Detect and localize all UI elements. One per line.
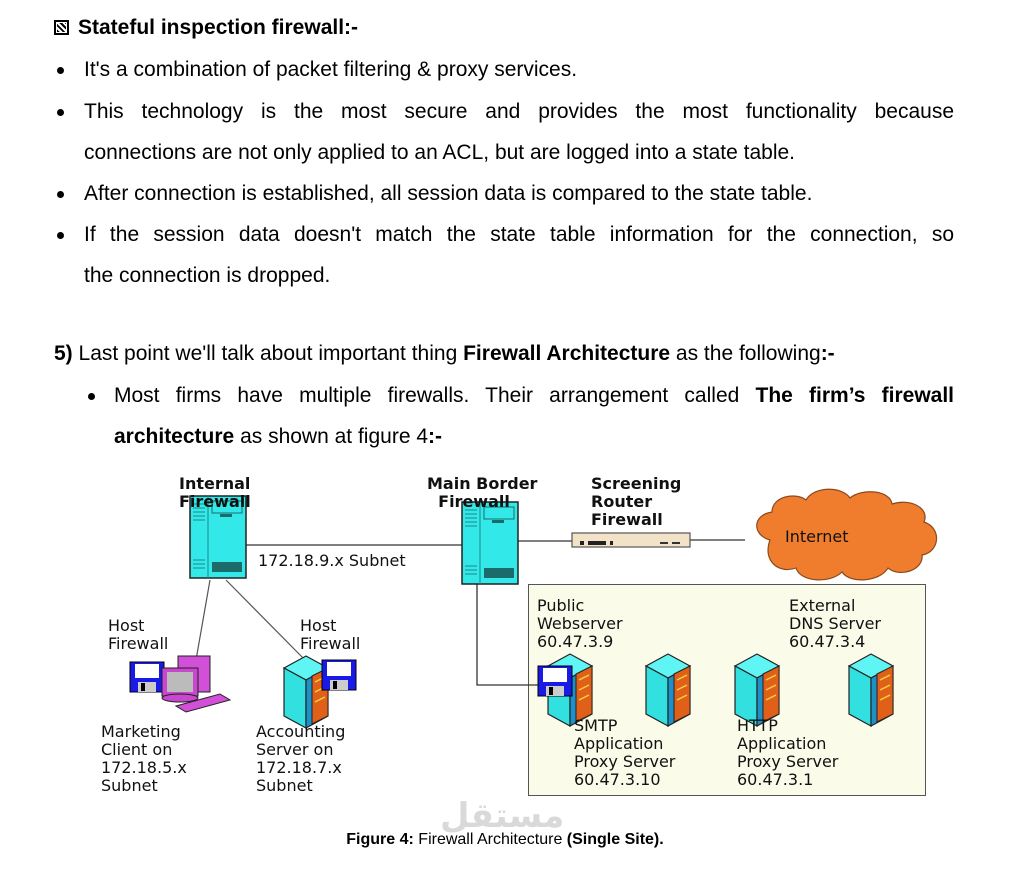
point-end: :- [820, 342, 835, 365]
label-subnet: 172.18.9.x Subnet [258, 551, 406, 570]
point-5: 5) Last point we'll talk about important… [54, 342, 835, 366]
checkbox-cross-icon [54, 20, 69, 35]
point-text: Last point we'll talk about important th… [78, 342, 458, 365]
caption-tail: (Single Site). [566, 831, 664, 848]
label-main-border-firewall: Main Border Firewall [427, 474, 538, 511]
dns-server-icon [848, 653, 894, 727]
sub-bullet-text: Most firms have multiple firewalls. Thei… [114, 384, 740, 407]
label-smtp-proxy: SMTP Application Proxy Server 60.47.3.10 [574, 716, 676, 789]
accounting-server-icon [283, 655, 357, 729]
smtp-proxy-icon [645, 653, 691, 727]
label-accounting-server: Accounting Server on 172.18.7.x Subnet [256, 722, 346, 795]
link-internal-to-accounting [225, 579, 306, 661]
label-public-webserver: Public Webserver 60.47.3.9 [537, 596, 623, 651]
link-border-to-dmz [476, 584, 540, 686]
point-bold: Firewall Architecture [463, 342, 671, 365]
bullet-icon [57, 67, 64, 74]
figure-caption: Figure 4: Firewall Architecture (Single … [0, 831, 1010, 849]
label-internet: Internet [785, 527, 849, 546]
bullet-text: This technology is the most secure and p… [84, 100, 954, 123]
sub-bullet-text: as shown at figure 4 [240, 425, 429, 448]
bullet-icon [57, 109, 64, 116]
label-http-proxy: HTTP Application Proxy Server 60.47.3.1 [737, 716, 839, 789]
link-internal-to-marketing [195, 579, 211, 661]
bullet-text: After connection is established, all ses… [84, 182, 813, 205]
caption-label: Figure 4: [346, 831, 414, 848]
router-icon [571, 532, 691, 548]
point-number: 5) [54, 342, 73, 365]
bullet-icon [57, 191, 64, 198]
border-firewall-icon [461, 501, 519, 585]
label-marketing-client: Marketing Client on 172.18.5.x Subnet [101, 722, 187, 795]
sub-bullet-line1: Most firms have multiple firewalls. Thei… [114, 384, 954, 408]
bullet-icon [88, 393, 95, 400]
sub-bullet-line2: architecture as shown at figure 4:- [114, 425, 442, 449]
point-text-after: as the following [675, 342, 821, 365]
label-host-firewall-2: Host Firewall [300, 616, 361, 653]
label-internal-firewall: Internal Firewall [179, 474, 251, 511]
watermark: مستقل [440, 796, 565, 836]
section-heading: Stateful inspection firewall:- [54, 16, 358, 40]
marketing-client-icon [129, 655, 232, 713]
label-host-firewall-1: Host Firewall [108, 616, 169, 653]
bullet-text-cont: the connection is dropped. [84, 264, 331, 287]
internet-cloud-icon [756, 488, 938, 581]
bullet-icon [57, 232, 64, 239]
bullet-text-cont: connections are not only applied to an A… [84, 141, 795, 164]
bullet-text: It's a combination of packet filtering &… [84, 58, 578, 81]
sub-bullet-end: :- [428, 425, 443, 448]
bullet-text: If the session data doesn't match the st… [84, 223, 954, 246]
label-external-dns: External DNS Server 60.47.3.4 [789, 596, 881, 651]
sub-bullet-bold: The firm’s firewall [755, 384, 954, 407]
label-screening-router: Screening Router Firewall [591, 474, 682, 529]
sub-bullet-bold: architecture [114, 425, 235, 448]
caption-text: Firewall Architecture [418, 831, 563, 848]
